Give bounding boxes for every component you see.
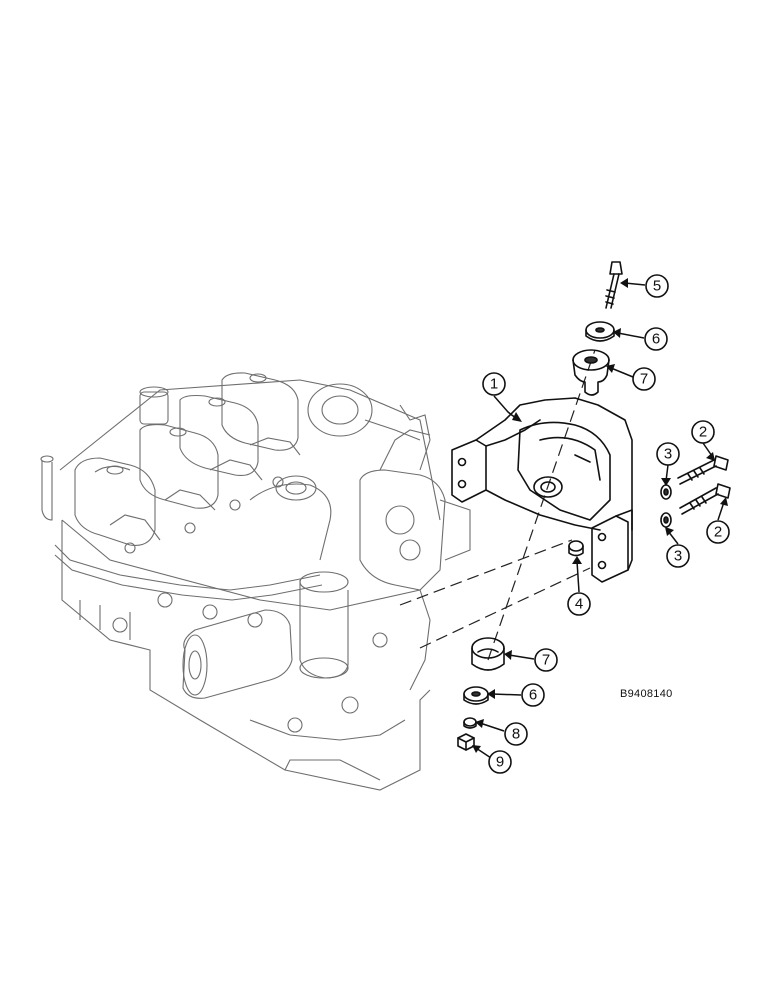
nut-9 [457,733,475,751]
svg-text:2: 2 [714,524,722,541]
rubber-bushing-7-upper [572,349,610,396]
assembly-guide-lines [399,349,596,661]
svg-text:4: 4 [575,596,583,613]
washer-6-lower [463,686,489,705]
callout-9: 9 [488,750,512,774]
svg-text:6: 6 [652,331,660,348]
bolt-2-lower [679,483,731,515]
callout-1: 1 [482,372,506,396]
svg-text:9: 9 [496,754,504,771]
svg-text:2: 2 [699,424,707,441]
callout-4: 4 [567,592,591,616]
callout-7-upper: 7 [632,367,656,391]
callout-3-upper: 3 [656,442,680,466]
svg-text:1: 1 [490,376,498,393]
engine-block-illustration [40,372,471,791]
svg-text:7: 7 [640,371,648,388]
engine-mount-bracket [451,397,633,583]
callout-2-upper: 2 [691,420,715,444]
callout-7-lower: 7 [534,648,558,672]
callout-5: 5 [645,274,669,298]
callout-6-lower: 6 [521,683,545,707]
svg-text:6: 6 [529,687,537,704]
svg-text:7: 7 [542,652,550,669]
callout-3-lower: 3 [666,544,690,568]
rubber-bushing-7-lower [471,637,505,671]
washer-3-upper [660,484,672,500]
svg-text:8: 8 [512,726,520,743]
svg-text:5: 5 [653,278,661,295]
svg-text:3: 3 [664,446,672,463]
washer-6-upper [585,321,615,342]
bolt-5 [605,261,623,309]
spacer-4 [568,540,584,557]
callout-6-upper: 6 [644,327,668,351]
callout-8: 8 [504,722,528,746]
washer-8 [463,717,477,729]
callout-leaders [472,278,728,759]
figure-reference-code: B9408140 [620,688,673,700]
bolt-2-upper [677,455,729,485]
svg-text:3: 3 [674,548,682,565]
callout-2-lower: 2 [706,520,730,544]
washer-3-lower [660,512,672,528]
